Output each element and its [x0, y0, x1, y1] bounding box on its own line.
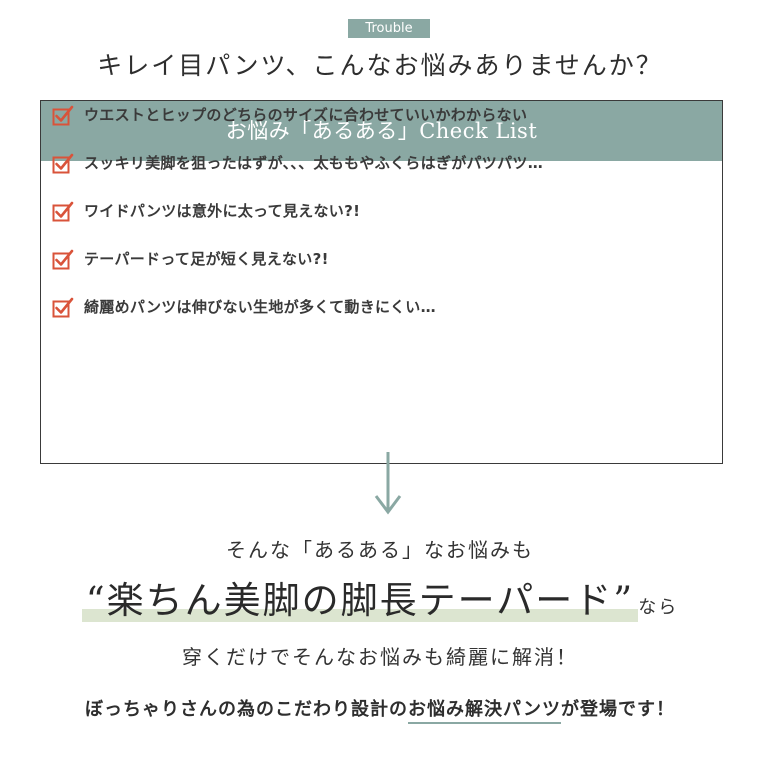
check-list-item: スッキリ美脚を狙ったはずが、、、太ももやふくらはぎがパツパツ…: [52, 152, 543, 200]
checkbox-checked-icon: [52, 297, 74, 318]
check-list-item-text: テーパードって足が短く見えない?!: [84, 250, 329, 268]
check-list-item-text: ワイドパンツは意外に太って見えない?!: [84, 202, 361, 220]
arrow-down-icon: [374, 452, 402, 515]
checkbox-checked-icon: [52, 153, 74, 174]
product-suffix: なら: [638, 597, 679, 618]
checkbox-checked-icon: [52, 105, 74, 126]
closing-text-after: が登場です！: [560, 699, 675, 720]
check-list-item-text: 綺麗めパンツは伸びない生地が多くて動きにくい…: [84, 298, 436, 316]
closing-highlight: お悩み解決パンツ: [408, 699, 561, 724]
page-headline: キレイ目パンツ、こんなお悩みありませんか？: [97, 51, 663, 80]
solution-subline: 穿くだけでそんなお悩みも綺麗に解消！: [182, 645, 578, 669]
closing-line: ぼっちゃりさんの為のこだわり設計のお悩み解決パンツが登場です！: [0, 694, 760, 726]
checkbox-checked-icon: [52, 201, 74, 222]
check-list-item: テーパードって足が短く見えない?!: [52, 248, 543, 296]
checkbox-checked-icon: [52, 249, 74, 270]
closing-text-before: ぼっちゃりさんの為のこだわり設計の: [85, 699, 409, 720]
check-list-item: ワイドパンツは意外に太って見えない?!: [52, 200, 543, 248]
check-list-panel: お悩み「あるある」Check List: [40, 100, 723, 464]
trouble-badge: Trouble: [348, 19, 430, 38]
check-list: ウエストとヒップのどちらのサイズに合わせていいかわからない スッキリ美脚を狙った…: [52, 104, 543, 344]
check-list-item: 綺麗めパンツは伸びない生地が多くて動きにくい…: [52, 296, 543, 344]
check-list-title: お悩み「あるある」Check List: [41, 101, 722, 161]
check-list-item-text: ウエストとヒップのどちらのサイズに合わせていいかわからない: [84, 106, 528, 124]
product-line: “楽ちん美脚の脚長テーパード”なら: [0, 573, 760, 636]
product-name: “楽ちん美脚の脚長テーパード”: [81, 579, 639, 622]
check-list-item: ウエストとヒップのどちらのサイズに合わせていいかわからない: [52, 104, 543, 152]
check-list-item-text: スッキリ美脚を狙ったはずが、、、太ももやふくらはぎがパツパツ…: [84, 154, 544, 172]
solution-lead: そんな「あるある」なお悩みも: [226, 538, 534, 562]
